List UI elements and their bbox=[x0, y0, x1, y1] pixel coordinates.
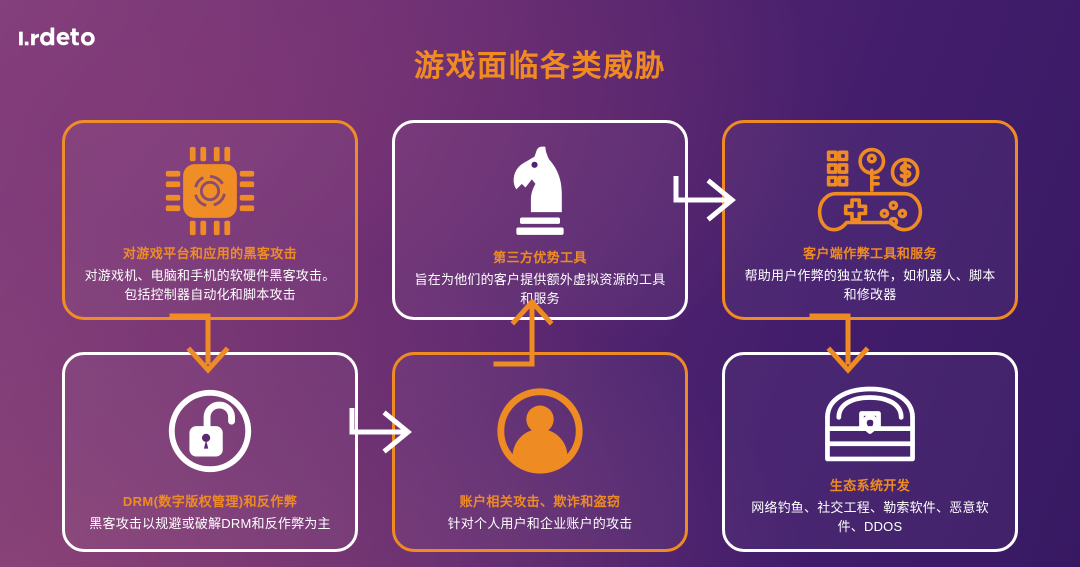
arrow-card2-to-card3 bbox=[672, 175, 762, 248]
page-title: 游戏面临各类威胁 bbox=[414, 50, 666, 83]
irdeto-logo bbox=[18, 26, 102, 52]
arrow-card3-to-card6 bbox=[808, 312, 898, 376]
threat-card-ecosystem-exploitation[interactable]: 生态系统开发 网络钓鱼、社交工程、勒索软件、恶意软件、DDOS bbox=[722, 352, 1018, 552]
chess-knight-icon bbox=[494, 143, 586, 243]
card-body: 网络钓鱼、社交工程、勒索软件、恶意软件、DDOS bbox=[751, 499, 989, 535]
gamepad-cheat-icon bbox=[816, 143, 924, 239]
threat-card-third-party-advantage-tools[interactable]: 第三方优势工具 旨在为他们的客户提供额外虚拟资源的工具和服务 bbox=[392, 120, 688, 320]
card-title: DRM(数字版权管理)和反作弊 bbox=[122, 494, 298, 509]
card-title: 对游戏平台和应用的黑客攻击 bbox=[122, 246, 298, 261]
threat-card-drm-anticheat[interactable]: DRM(数字版权管理)和反作弊 黑客攻击以规避或破解DRM和反作弊为主 bbox=[62, 352, 358, 552]
card-title: 第三方优势工具 bbox=[493, 250, 587, 265]
card-body: 帮助用户作弊的独立软件，如机器人、脚本和修改器 bbox=[744, 267, 996, 303]
card-body: 黑客攻击以规避或破解DRM和反作弊为主 bbox=[89, 515, 331, 531]
unlocked-padlock-icon bbox=[161, 375, 259, 487]
card-title: 账户相关攻击、欺诈和盗窃 bbox=[459, 494, 621, 509]
threat-card-client-cheat-tools[interactable]: 客户端作弊工具和服务 帮助用户作弊的独立软件，如机器人、脚本和修改器 bbox=[722, 120, 1018, 320]
arrow-card1-to-card4 bbox=[168, 312, 258, 376]
arrow-card5-to-card2 bbox=[492, 296, 582, 368]
card-title: 客户端作弊工具和服务 bbox=[802, 246, 937, 261]
card-title: 生态系统开发 bbox=[829, 478, 911, 493]
threat-card-account-attacks[interactable]: 账户相关攻击、欺诈和盗窃 针对个人用户和企业账户的攻击 bbox=[392, 352, 688, 552]
treasure-chest-icon bbox=[818, 375, 922, 471]
arrow-card4-to-card5 bbox=[348, 407, 438, 480]
card-body: 针对个人用户和企业账户的攻击 bbox=[447, 515, 633, 531]
cpu-chip-icon bbox=[162, 143, 258, 239]
user-account-icon bbox=[491, 375, 589, 487]
threat-card-hacking-platforms[interactable]: 对游戏平台和应用的黑客攻击 对游戏机、电脑和手机的软硬件黑客攻击。包括控制器自动… bbox=[62, 120, 358, 320]
card-body: 对游戏机、电脑和手机的软硬件黑客攻击。包括控制器自动化和脚本攻击 bbox=[84, 267, 336, 303]
